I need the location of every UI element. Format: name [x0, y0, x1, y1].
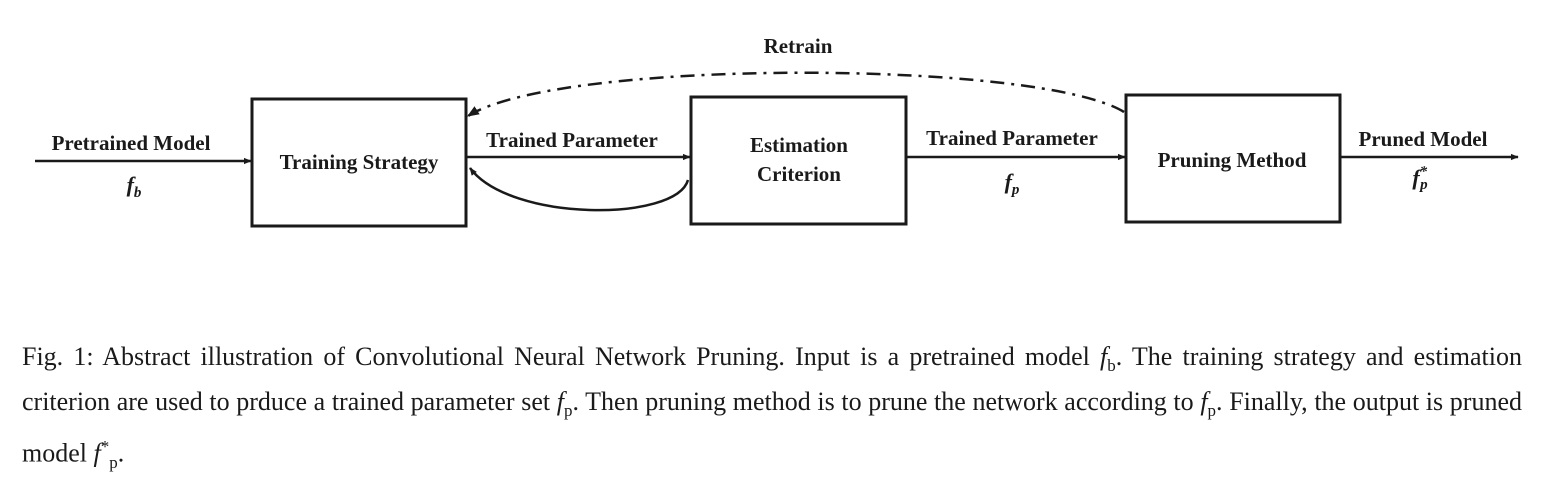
- training-strategy-box: [250, 97, 468, 228]
- pruning-method-label: Pruning Method: [1158, 148, 1307, 172]
- pruning-flow-diagram: Retrain Pretrained Model fb Training Str…: [35, 34, 1519, 228]
- input-label: Pretrained Model: [52, 131, 211, 155]
- estimation-criterion-label-2: Criterion: [757, 162, 841, 186]
- pruning-method-box: [1124, 93, 1342, 224]
- trained-parameter-symbol: fp: [1005, 169, 1020, 198]
- estimation-criterion-box: [689, 95, 908, 226]
- retrain-label: Retrain: [764, 34, 833, 58]
- trained-parameter-label-2: Trained Parameter: [926, 126, 1098, 150]
- estimation-criterion-label: Estimation: [750, 133, 848, 157]
- figure-caption: Fig. 1: Abstract illustration of Convolu…: [22, 342, 1522, 473]
- output-symbol: f*p: [1412, 164, 1428, 193]
- feedback-arrow: [468, 167, 690, 212]
- retrain-arrow: [466, 71, 1125, 118]
- training-strategy-label: Training Strategy: [280, 150, 439, 174]
- trained-parameter-label-1: Trained Parameter: [486, 128, 658, 152]
- input-symbol: fb: [127, 172, 142, 201]
- output-label: Pruned Model: [1359, 127, 1488, 151]
